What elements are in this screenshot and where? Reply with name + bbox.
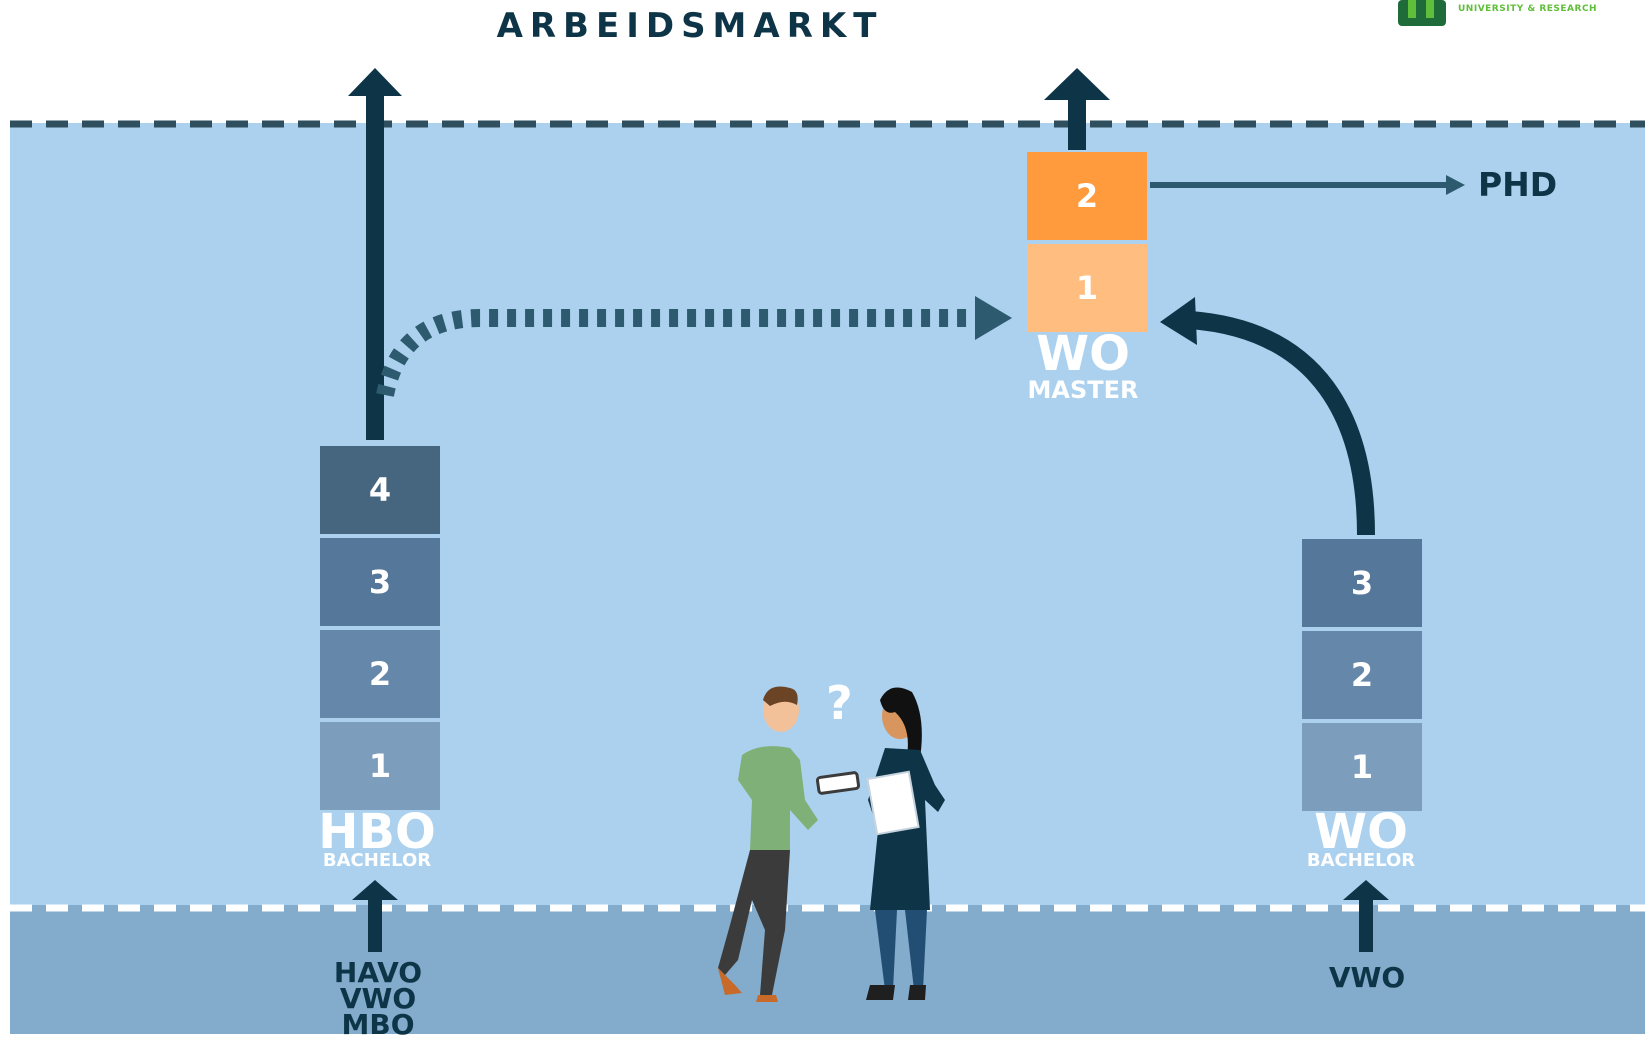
master-to-phd-arrowhead [1446, 175, 1465, 195]
logo-text: UNIVERSITY & RESEARCH [1458, 4, 1598, 14]
wo-master-sublabel: MASTER [1027, 376, 1139, 404]
wo-entry-arrowhead [1343, 880, 1389, 900]
wo-master-year-block: 1 [1027, 244, 1147, 332]
wo-bachelor-sublabel: BACHELOR [1306, 850, 1416, 871]
wo-bachelor-year-block: 1 [1302, 723, 1422, 811]
hbo-year-block: 1 [320, 722, 440, 810]
hbo-entry-arrowhead [352, 880, 398, 900]
wo-master-year-block: 2 [1027, 152, 1147, 240]
students-illustration [718, 686, 945, 1002]
hbo-year-block: 3 [320, 538, 440, 626]
wo-bachelor-year-block: 3 [1302, 539, 1422, 627]
hbo-to-labor-market-arrowhead [348, 68, 402, 96]
question-mark: ? [826, 676, 853, 730]
building-logo-icon [1398, 0, 1446, 26]
phd-label: PHD [1478, 165, 1558, 204]
hbo-year-block: 4 [320, 446, 440, 534]
hbo-to-master-arrowhead [975, 296, 1012, 340]
master-to-labor-market-arrowhead [1044, 68, 1110, 100]
hbo-year-block: 2 [320, 630, 440, 718]
hbo-label: HBO [318, 804, 436, 860]
page-title: ARBEIDSMARKT [496, 6, 884, 46]
hbo-sublabel: BACHELOR [322, 850, 432, 871]
wo-entry-label: VWO [1328, 961, 1406, 994]
hbo-entry-label: VWO [339, 982, 417, 1015]
hbo-to-master-dotted-path [376, 309, 975, 397]
bachelor-to-master-arrowhead [1160, 297, 1197, 345]
hbo-entry-label: HAVO [333, 956, 423, 989]
wo-bachelor-label: WO [1314, 804, 1408, 860]
wo-master-label: WO [1036, 326, 1130, 382]
bachelor-to-master-curve [1189, 311, 1375, 536]
wo-bachelor-year-block: 2 [1302, 631, 1422, 719]
